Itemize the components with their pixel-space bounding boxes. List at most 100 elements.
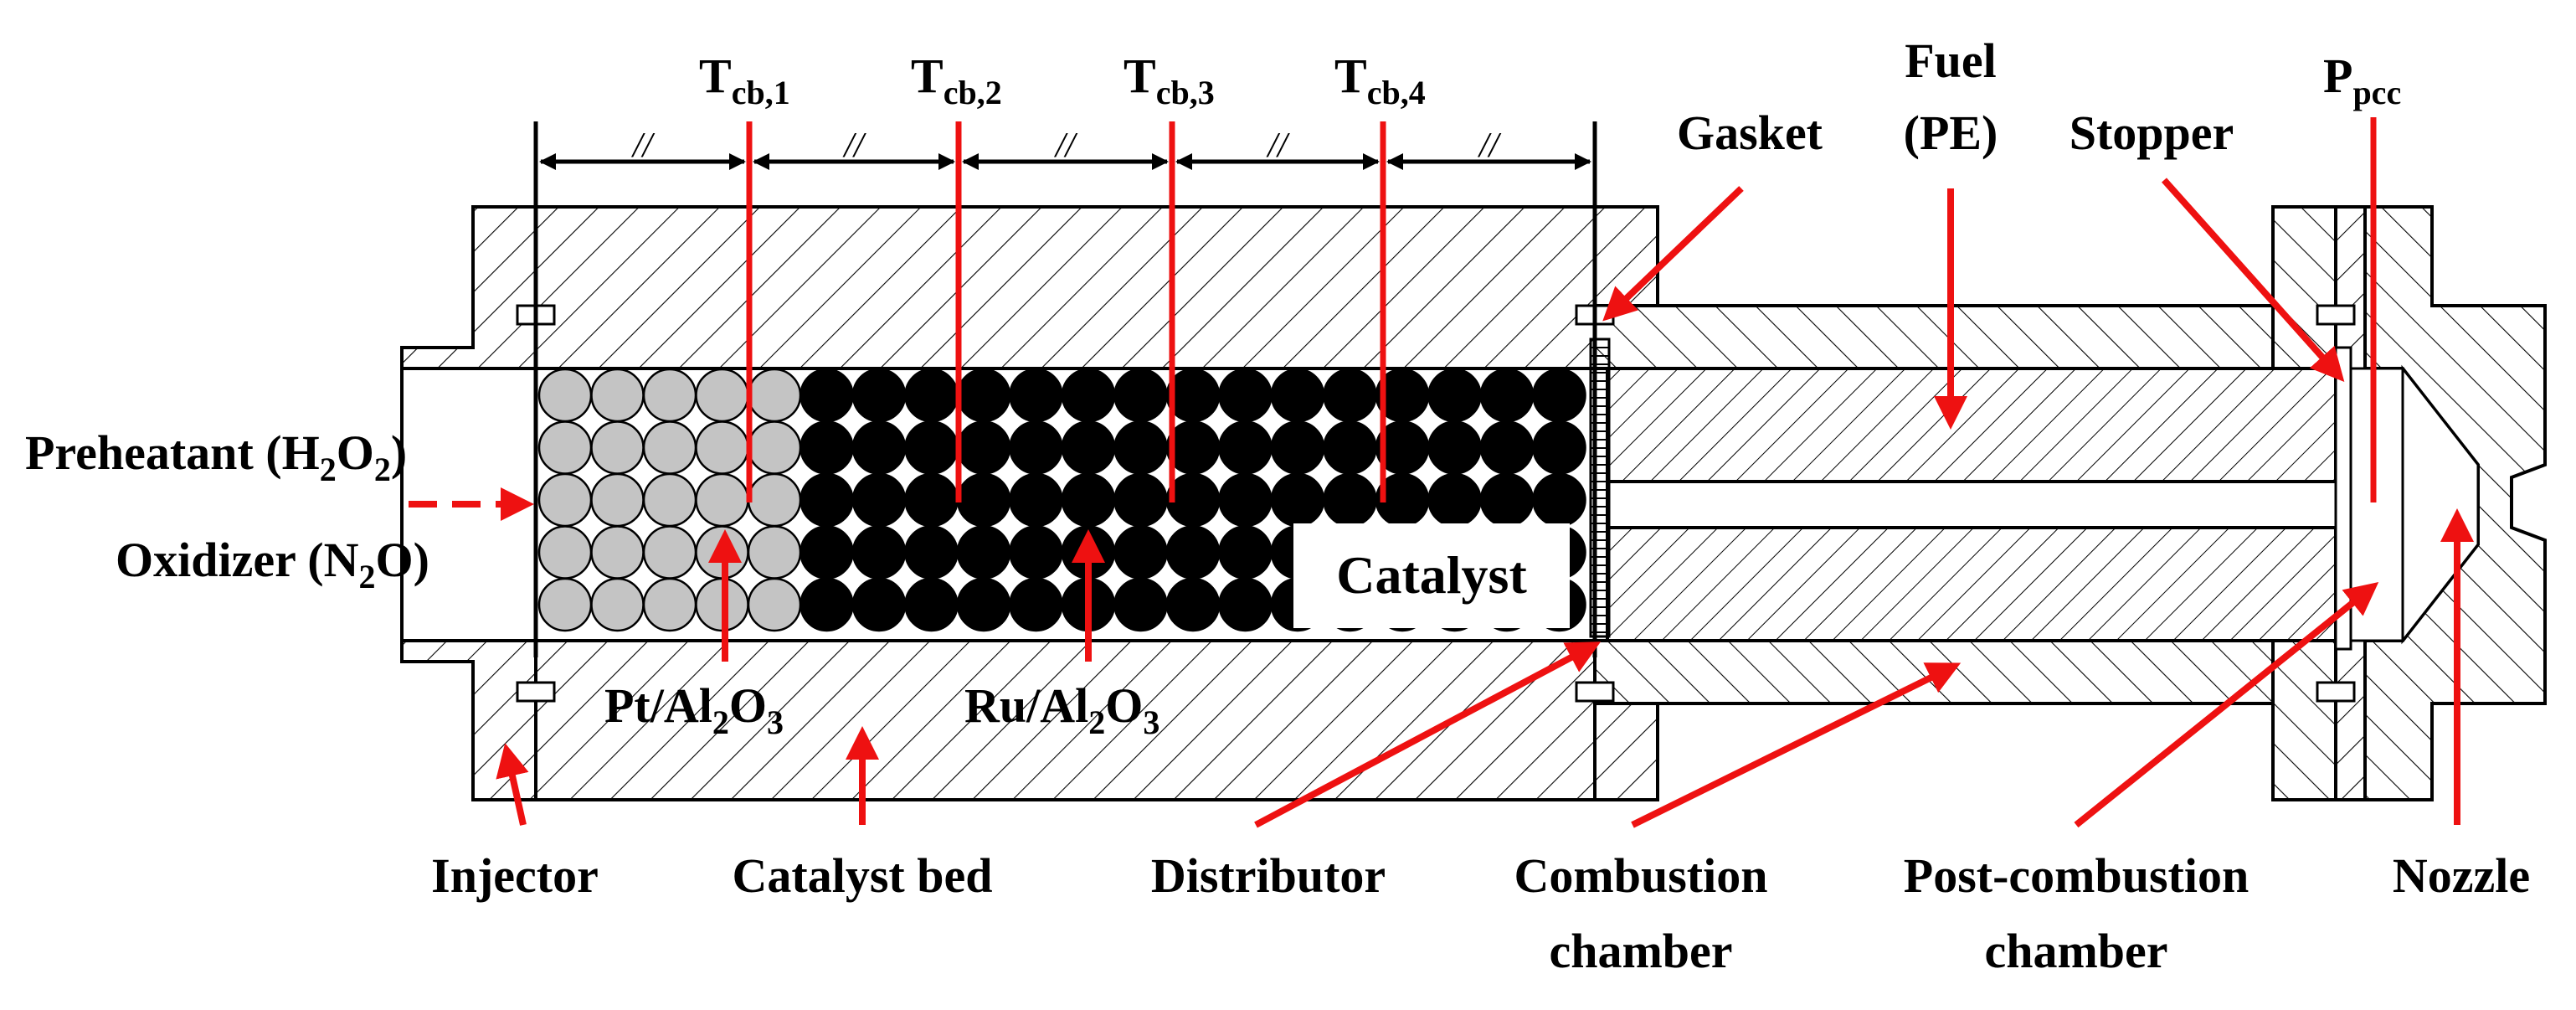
ru-particle <box>904 472 959 528</box>
ru-particle <box>1270 420 1325 475</box>
ru-particle <box>1218 420 1273 475</box>
post-combustion-arrow <box>2074 581 2379 828</box>
fuel-grain <box>1606 367 2346 642</box>
combustion-label-line1: Combustion <box>1514 848 1768 903</box>
ru-particle <box>1113 420 1168 475</box>
ru-particle <box>956 525 1011 580</box>
ru-particle <box>1323 368 1377 423</box>
ru-particle <box>1479 472 1535 528</box>
catalyst-label-box <box>1293 523 1570 628</box>
pt-particle <box>695 420 749 475</box>
ru-particle <box>851 420 907 475</box>
pt-particle <box>590 420 645 475</box>
stopper-label: Stopper <box>2070 106 2234 160</box>
ru-al2o3-label: Ru/Al2O3 <box>964 678 1159 741</box>
catalyst-particles <box>537 368 1586 632</box>
gasket-label: Gasket <box>1677 106 1823 160</box>
gasket-arrow <box>1602 186 1744 322</box>
ru-particle <box>956 577 1011 632</box>
ru-particle <box>1113 472 1168 528</box>
ppcc-label: Ppcc <box>2323 49 2401 111</box>
ru-particle <box>1009 577 1063 632</box>
ru-particle <box>1061 368 1116 423</box>
ru-particle <box>1009 368 1063 423</box>
pt-particle <box>537 368 593 423</box>
ru-particle <box>851 472 907 528</box>
ru-particle <box>1113 368 1168 423</box>
fuel-label-line2: (PE) <box>1904 106 1998 160</box>
annotation-arrows <box>409 178 2474 828</box>
combustion-label-line2: chamber <box>1549 924 1732 978</box>
ru-particle <box>800 525 854 580</box>
stopper-arrow <box>2162 178 2345 382</box>
ru-particle <box>956 420 1011 475</box>
ru-particle <box>1113 525 1168 580</box>
pt-particle <box>642 525 697 580</box>
ru-particle <box>1479 420 1535 475</box>
pt-particle <box>590 577 645 632</box>
pt-al2o3-label: Pt/Al2O3 <box>604 678 784 741</box>
ru-particle <box>1427 472 1482 528</box>
pt-particle <box>642 577 697 632</box>
combustion-arrow <box>1631 662 1962 828</box>
ru-particle <box>1061 420 1116 475</box>
distributor-label: Distributor <box>1151 848 1386 903</box>
fuel-port <box>1606 480 2346 529</box>
ru-particle <box>904 420 959 475</box>
oxidizer-label: Oxidizer (N2O) <box>116 533 429 595</box>
ru-particle <box>1218 368 1273 423</box>
ru-particle <box>1009 525 1063 580</box>
tcb3-label: Tcb,3 <box>1123 49 1215 111</box>
pt-particle <box>747 525 802 580</box>
ru-particle <box>800 420 854 475</box>
pt-particle <box>590 472 645 528</box>
ru-particle <box>1532 420 1586 475</box>
tcb4-label: Tcb,4 <box>1334 49 1426 111</box>
ru-particle <box>1270 368 1325 423</box>
ru-particle <box>800 577 854 632</box>
ru-particle <box>1218 525 1273 580</box>
injector-arrow <box>496 743 529 826</box>
ru-particle <box>1218 472 1273 528</box>
ru-particle <box>1532 472 1586 528</box>
post-combustion-label-line1: Post-combustion <box>1904 848 2249 903</box>
ru-particle <box>1165 577 1221 632</box>
injector-label: Injector <box>431 848 599 903</box>
pt-particle <box>695 472 749 528</box>
pt-particle <box>590 525 645 580</box>
pt-particle <box>747 577 802 632</box>
pt-particle <box>642 368 697 423</box>
equal-length-mark: // <box>631 126 656 165</box>
ru-particle <box>1427 368 1482 423</box>
ru-particle <box>1427 420 1482 475</box>
pt-particle <box>537 472 593 528</box>
nozzle-block <box>2271 205 2547 801</box>
catalyst-label: Catalyst <box>1336 545 1527 605</box>
ru-particle <box>800 368 854 423</box>
fuel-label-line1: Fuel <box>1905 33 1997 88</box>
tcb2-label: Tcb,2 <box>911 49 1002 111</box>
distributor-arrow <box>1254 642 1602 828</box>
catalyst-bed-label: Catalyst bed <box>733 848 993 903</box>
ru-particle <box>904 525 959 580</box>
post-combustion-label-line2: chamber <box>1984 924 2167 978</box>
pt-particle <box>642 420 697 475</box>
equal-length-mark: // <box>1054 126 1078 165</box>
ru-particle <box>956 472 1011 528</box>
pt-particle <box>747 472 802 528</box>
ru-particle <box>800 472 854 528</box>
ru-particle <box>1009 420 1063 475</box>
ru-particle <box>1532 368 1586 423</box>
ru-particle <box>1009 472 1063 528</box>
nozzle-label: Nozzle <box>2393 848 2530 903</box>
equal-length-mark: // <box>842 126 866 165</box>
thermocouples <box>746 117 2377 502</box>
ru-particle <box>904 577 959 632</box>
ru-particle <box>1479 368 1535 423</box>
pt-particle <box>747 420 802 475</box>
ru-particle <box>1165 525 1221 580</box>
pt-particle <box>590 368 645 423</box>
equal-length-mark: // <box>1266 126 1290 165</box>
